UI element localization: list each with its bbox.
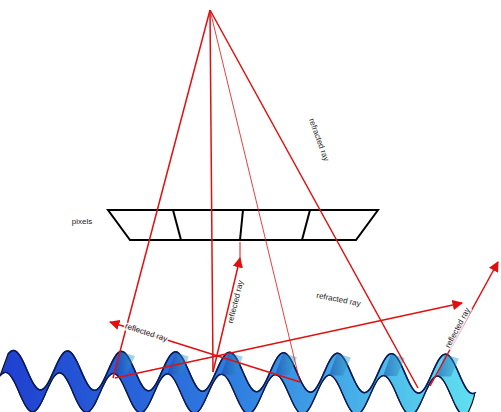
- surface-band: [0, 350, 474, 412]
- surface-shade: [329, 354, 351, 376]
- pixels-label: pixels: [71, 218, 93, 226]
- ray-label: refracted ray: [314, 292, 362, 309]
- ray-label: refracted ray: [306, 117, 330, 164]
- surface-edge: [0, 372, 468, 412]
- surface-shade: [437, 354, 459, 376]
- ray-label: reflected ray: [444, 306, 473, 350]
- surface-crest: [8, 350, 476, 393]
- surface-shade: [221, 353, 243, 375]
- rays: [110, 10, 498, 388]
- wavy-surface: [0, 350, 476, 412]
- ray-label: reflected ray: [123, 322, 169, 344]
- pixel-grid: [108, 210, 378, 240]
